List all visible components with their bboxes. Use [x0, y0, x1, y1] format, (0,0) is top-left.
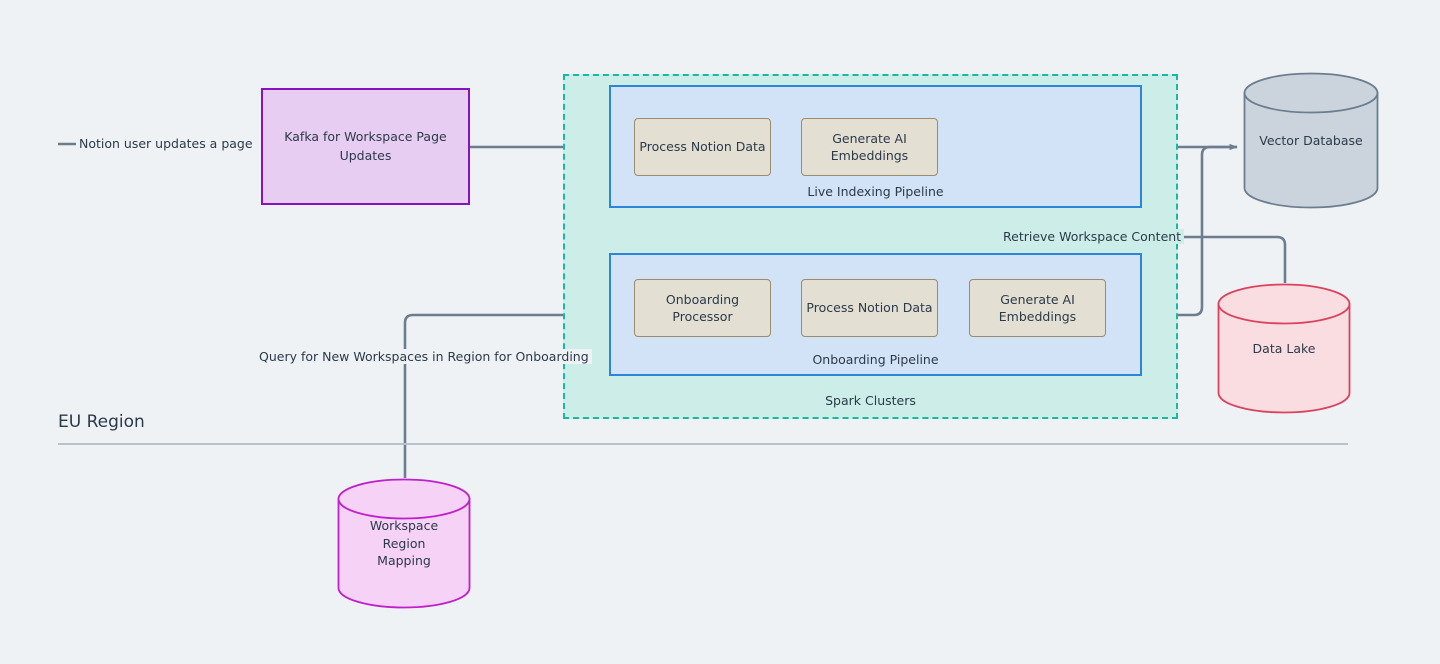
- workspace-region-mapping-node[interactable]: Workspace Region Mapping: [337, 478, 471, 609]
- edge-label-retrieve-workspace-content: Retrieve Workspace Content: [1000, 229, 1185, 244]
- onboarding-pipeline-label: Onboarding Pipeline: [812, 352, 939, 367]
- vector-database-label: Vector Database: [1259, 132, 1363, 148]
- task-label: Process Notion Data: [639, 139, 766, 155]
- kafka-node[interactable]: Kafka for Workspace Page Updates: [261, 88, 470, 205]
- spark-clusters-label: Spark Clusters: [825, 393, 916, 408]
- data-lake-label: Data Lake: [1252, 340, 1316, 356]
- task-generate-ai-embeddings-live[interactable]: Generate AI Embeddings: [801, 118, 938, 176]
- task-label: Generate AI Embeddings: [830, 130, 909, 164]
- region-divider: [58, 443, 1348, 445]
- task-label: Onboarding Processor: [665, 291, 740, 325]
- cylinder-icon: [1243, 72, 1379, 209]
- edge-label-notion-user-updates: Notion user updates a page: [76, 136, 256, 151]
- data-lake-node[interactable]: Data Lake: [1217, 283, 1351, 414]
- cylinder-icon: [1217, 283, 1351, 414]
- edge-label-query-new-workspaces: Query for New Workspaces in Region for O…: [256, 349, 592, 364]
- task-process-notion-data-onboarding[interactable]: Process Notion Data: [801, 279, 938, 337]
- task-label: Process Notion Data: [806, 300, 933, 316]
- edge-datalake-to-label-line: [1167, 235, 1287, 283]
- task-label: Generate AI Embeddings: [998, 291, 1077, 325]
- task-generate-ai-embeddings-onboarding[interactable]: Generate AI Embeddings: [969, 279, 1106, 337]
- vector-database-node[interactable]: Vector Database: [1243, 72, 1379, 209]
- task-onboarding-processor[interactable]: Onboarding Processor: [634, 279, 771, 337]
- live-indexing-pipeline-label: Live Indexing Pipeline: [807, 184, 944, 199]
- region-title: EU Region: [58, 412, 145, 432]
- cylinder-icon: [337, 478, 471, 609]
- kafka-label: Kafka for Workspace Page Updates: [284, 128, 447, 163]
- task-process-notion-data-live[interactable]: Process Notion Data: [634, 118, 771, 176]
- workspace-region-mapping-label: Workspace Region Mapping: [369, 518, 439, 569]
